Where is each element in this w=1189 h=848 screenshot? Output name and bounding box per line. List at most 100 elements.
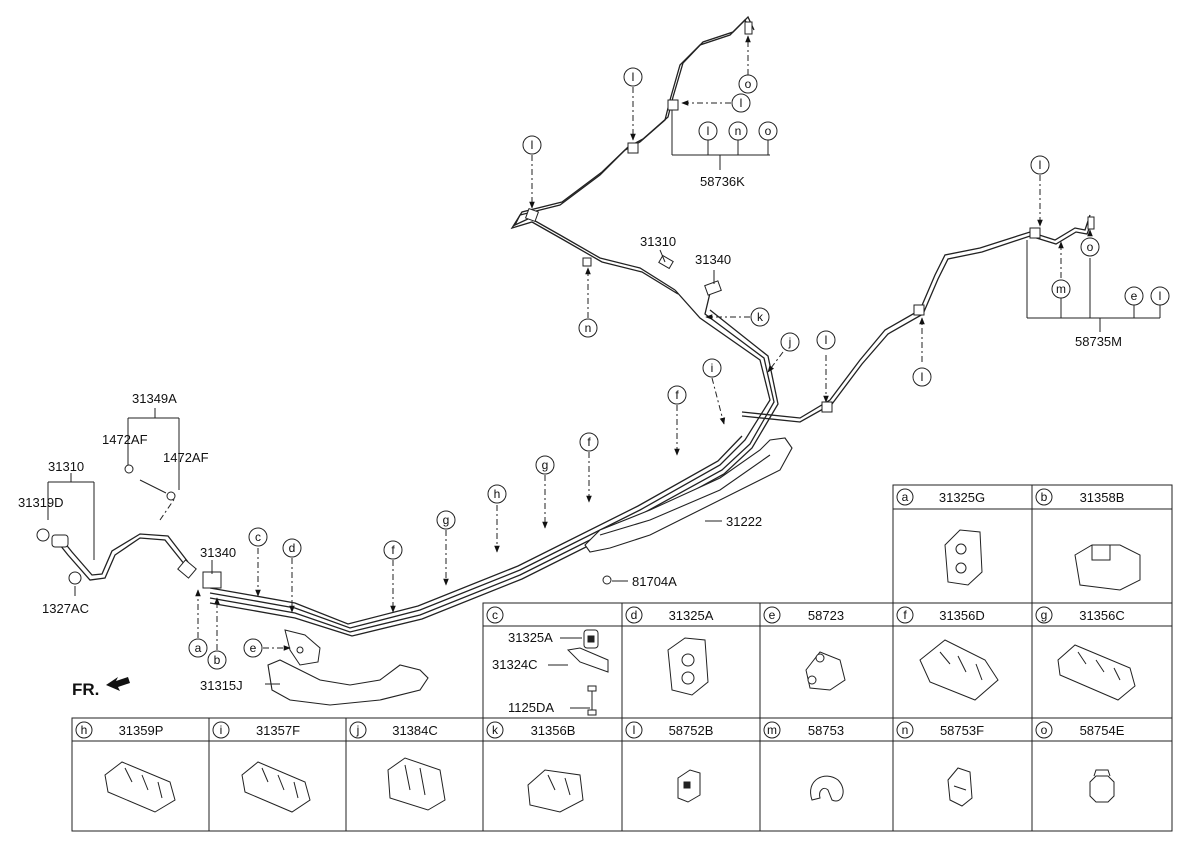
- callout-31340-center: 31340: [695, 252, 731, 267]
- nut-58754E-icon: [1089, 769, 1115, 803]
- clip-31356C-icon: [1057, 644, 1136, 701]
- callout-31319D: 31319D: [18, 495, 64, 510]
- svg-text:g: g: [443, 513, 450, 527]
- svg-text:31358B: 31358B: [1080, 490, 1125, 505]
- circle-k: k: [750, 307, 770, 327]
- part-callouts: 31349A 1472AF 1472AF 31310 31319D 1327AC…: [18, 174, 1122, 693]
- callout-58736K: 58736K: [700, 174, 745, 189]
- svg-text:31325A: 31325A: [669, 608, 714, 623]
- svg-text:a: a: [195, 641, 202, 655]
- svg-text:l: l: [1039, 158, 1042, 172]
- main-tube-bundle: [209, 289, 779, 637]
- circle-i: i: [702, 358, 722, 378]
- legend-cell-b: b 31358B: [1035, 488, 1125, 506]
- circle-l-3: l: [731, 93, 751, 113]
- circle-o-1: o: [738, 74, 758, 94]
- callout-81704A: 81704A: [632, 574, 677, 589]
- svg-text:58754E: 58754E: [1080, 723, 1125, 738]
- svg-text:31356B: 31356B: [531, 723, 576, 738]
- svg-text:31356D: 31356D: [939, 608, 985, 623]
- svg-text:k: k: [757, 310, 764, 324]
- svg-text:f: f: [903, 608, 907, 622]
- svg-text:58753F: 58753F: [940, 723, 984, 738]
- circle-l-6: l: [1150, 286, 1170, 306]
- clip-31356B-icon: [527, 769, 584, 813]
- clip-58752B-icon: [677, 769, 701, 803]
- callout-58735M: 58735M: [1075, 334, 1122, 349]
- legend-cell-g: g 31356C: [1035, 606, 1125, 624]
- svg-text:a: a: [902, 490, 909, 504]
- svg-text:l: l: [740, 96, 743, 110]
- callout-31349A: 31349A: [132, 391, 177, 406]
- bolt-81704A: [602, 575, 612, 585]
- svg-text:e: e: [250, 641, 257, 655]
- svg-text:31384C: 31384C: [392, 723, 438, 738]
- svg-text:l: l: [633, 723, 636, 737]
- circle-n-2: n: [578, 318, 598, 338]
- circle-l-2: l: [623, 67, 643, 87]
- left-feed-tube: [59, 533, 189, 581]
- clip-31384C-icon: [387, 757, 446, 811]
- circle-f-1: f: [667, 385, 687, 405]
- tube-clips: [36, 21, 1095, 589]
- svg-text:l: l: [825, 333, 828, 347]
- svg-text:31356C: 31356C: [1079, 608, 1125, 623]
- svg-text:58752B: 58752B: [669, 723, 714, 738]
- svg-text:o: o: [765, 124, 772, 138]
- svg-text:g: g: [542, 458, 549, 472]
- svg-text:h: h: [494, 487, 501, 501]
- callout-31315J: 31315J: [200, 678, 243, 693]
- svg-text:e: e: [769, 608, 776, 622]
- svg-text:l: l: [707, 124, 710, 138]
- svg-text:o: o: [1087, 240, 1094, 254]
- svg-text:g: g: [1041, 608, 1048, 622]
- callout-1472AF-left: 1472AF: [102, 432, 148, 447]
- svg-text:o: o: [745, 77, 752, 91]
- legend-cell-f: f 31356D: [896, 606, 985, 624]
- circle-o-2: o: [758, 121, 778, 141]
- circle-h: h: [487, 484, 507, 504]
- callout-1472AF-right: 1472AF: [163, 450, 209, 465]
- svg-text:b: b: [214, 653, 221, 667]
- leader-lines: [47, 110, 1161, 685]
- heat-shield-31222: [584, 437, 793, 553]
- circle-f-3: f: [383, 540, 403, 560]
- svg-text:j: j: [356, 723, 360, 737]
- svg-text:c: c: [492, 608, 498, 622]
- svg-text:e: e: [1131, 289, 1138, 303]
- legend-cell-c: c: [486, 606, 504, 624]
- svg-text:f: f: [675, 388, 679, 402]
- legend-cell-j: j 31384C: [349, 721, 438, 739]
- letter-circles: l l l o l n o n k j i f f g h g f d c a …: [188, 67, 1170, 670]
- svg-text:l: l: [921, 370, 924, 384]
- svg-text:n: n: [585, 321, 592, 335]
- svg-text:f: f: [587, 435, 591, 449]
- circle-l-4: l: [698, 121, 718, 141]
- svg-text:i: i: [711, 361, 714, 375]
- svg-text:l: l: [1159, 289, 1162, 303]
- svg-text:m: m: [1056, 282, 1066, 296]
- clip-31358B-icon: [1074, 544, 1141, 591]
- circle-f-2: f: [579, 432, 599, 452]
- clip-31359P-icon: [104, 761, 176, 813]
- clip-31357F-icon: [241, 761, 311, 813]
- svg-text:b: b: [1041, 490, 1048, 504]
- circle-g-1: g: [535, 455, 555, 475]
- callout-31222: 31222: [726, 514, 762, 529]
- clip-31325G-icon: [944, 529, 983, 586]
- clip-31356D-icon: [919, 639, 999, 701]
- svg-text:n: n: [735, 124, 742, 138]
- svg-text:m: m: [767, 723, 777, 737]
- callout-1327AC: 1327AC: [42, 601, 89, 616]
- legend-c-sub-2: 31324C: [492, 657, 538, 672]
- callout-31310-center: 31310: [640, 234, 676, 249]
